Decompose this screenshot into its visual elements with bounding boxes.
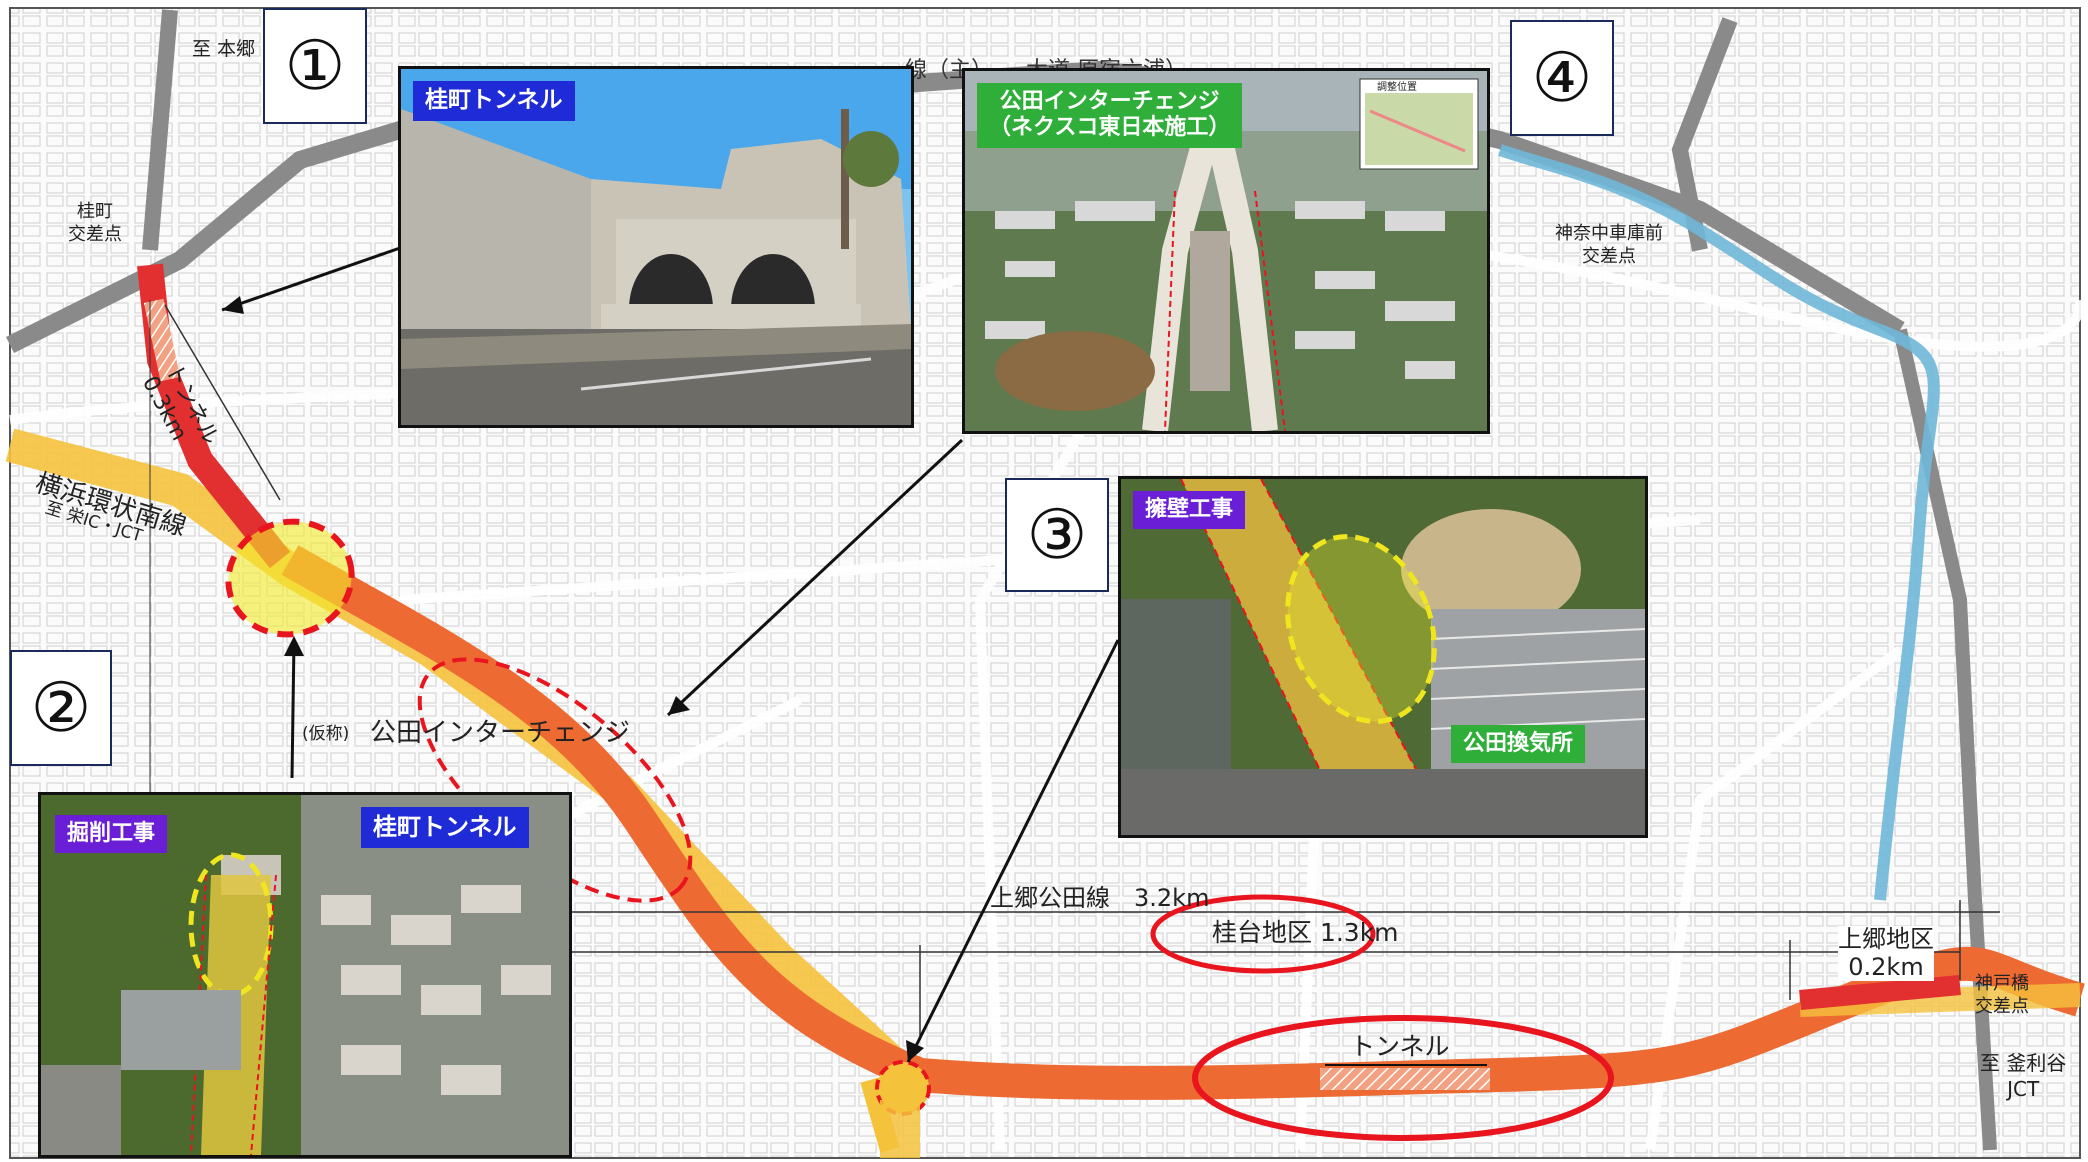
section-number-1: ① [263,8,367,124]
caption-photo3: 擁壁工事 [1133,491,1246,530]
photo-retaining-wall: 擁壁工事 公田換気所 [1118,476,1648,838]
section-number-3: ③ [1005,478,1109,592]
label-kamigo-area: 上郷地区 0.2km [1838,925,1934,982]
label-kanagawa-depot: 神奈中車庫前 交差点 [1555,223,1663,268]
caption-photo1: 桂町トンネル [413,81,575,121]
section-number-4: ④ [1510,20,1614,136]
caption-photo4: 公田インターチェンジ （ネクスコ東日本施工） [977,83,1243,148]
photo-excavation: 掘削工事 桂町トンネル [38,792,572,1158]
label-kobe-bridge: 神戸橋 交差点 [1975,973,2029,1018]
label-kamigo-kuden-line: 上郷公田線 3.2km [990,884,1210,912]
photo-kuden-ic: 公田インターチェンジ （ネクスコ東日本施工） 調整位置 [962,68,1490,434]
label-kuden-ic: 公田インターチェンジ [370,718,631,748]
subcaption-photo2: 桂町トンネル [361,807,529,848]
label-katsuradai: 桂台地区 1.3km [1212,918,1399,947]
photo-katsuramachi-tunnel: 桂町トンネル [398,66,914,428]
inset-label: 調整位置 [1377,82,1417,93]
section-number-2: ② [10,650,112,766]
label-tunnel-bottom: トンネル [1350,1032,1450,1061]
label-ic-prefix: (仮称) [302,724,350,744]
caption-photo2: 掘削工事 [55,815,168,854]
label-katsuramachi-crossing: 桂町 交差点 [68,201,122,246]
label-honmoku: 至 本郷 [192,38,256,60]
label-to-kamariya: 至 釜利谷 JCT [1980,1051,2067,1101]
subcaption-photo3: 公田換気所 [1451,725,1586,764]
